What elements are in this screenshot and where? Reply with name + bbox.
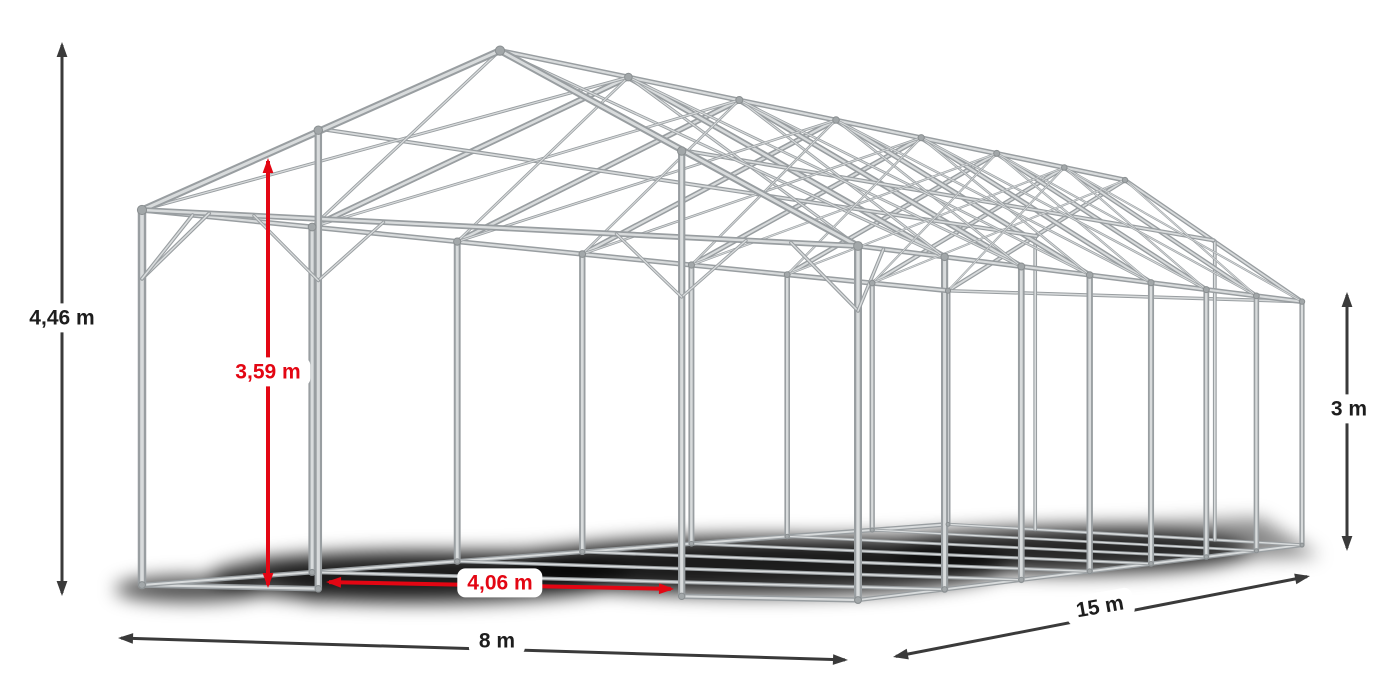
frame-structure [136,45,1306,604]
dim-label-inner-height: 3,59 m [225,357,311,387]
dim-label-width: 8 m [468,626,526,656]
dim-label-entrance-width: 4,06 m [457,568,543,598]
dim-label-side-height: 3 m [1320,394,1378,424]
dim-label-total-height: 4,46 m [19,303,105,333]
